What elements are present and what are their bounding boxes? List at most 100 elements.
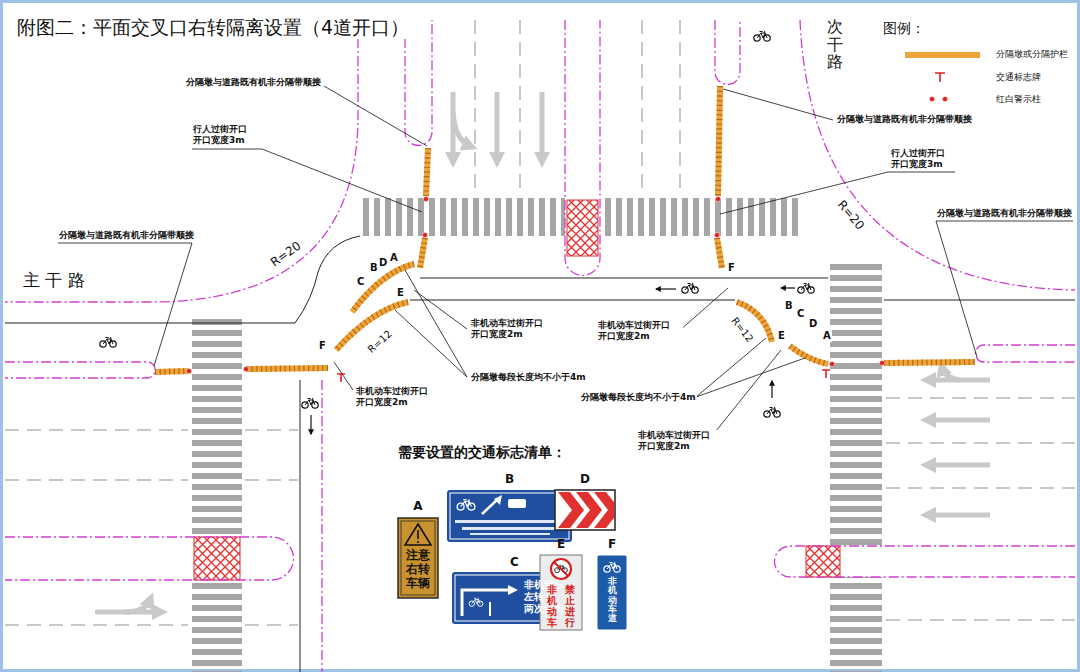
lane-line	[5, 430, 298, 625]
direction-arrow	[311, 288, 795, 434]
sign-f-panel	[604, 562, 620, 572]
annotation: 非机动车过街开口 开口宽度2m	[637, 430, 723, 452]
sign-marker: C	[796, 308, 805, 320]
sign-letter: C	[452, 555, 577, 569]
bicycle	[764, 407, 780, 417]
road-boundary	[715, 20, 740, 85]
sign-marker: E	[777, 330, 786, 342]
sign-marker: D	[378, 257, 388, 269]
annotation: 非机动车过街开口 开口宽度2m	[470, 318, 556, 340]
sign-panel: C非机动车 左转 两次过街	[452, 555, 577, 625]
sign-text: 非机动车道	[608, 577, 617, 624]
hatched-area	[806, 546, 840, 577]
lane-arrow	[453, 112, 470, 146]
sign-e-panel	[540, 555, 582, 630]
sign-b-panel	[482, 499, 498, 514]
separator	[155, 86, 975, 372]
warning-post	[879, 360, 884, 365]
sign-a-panel	[398, 518, 438, 598]
lane-arrow	[95, 92, 990, 612]
sign-letter: B	[447, 472, 572, 486]
sign-e-panel	[540, 555, 582, 630]
road-boundary	[5, 20, 358, 302]
legend-text: 红白警示柱	[995, 94, 1042, 105]
bicycle	[798, 283, 814, 293]
annotation: 行人过街开口 开口宽度3m	[890, 148, 956, 170]
annotation: 非机动车过街开口 开口宽度2m	[597, 320, 683, 342]
sign-marker: C	[356, 276, 365, 288]
sign-d-panel	[555, 490, 620, 530]
crosswalk	[192, 318, 242, 535]
warning-post	[929, 96, 934, 101]
annotation: 分隔墩与道路既有机非分隔带顺接	[185, 77, 322, 88]
sign-letter: A	[396, 499, 440, 513]
sign-f-panel	[597, 555, 627, 630]
bicycle	[302, 398, 318, 408]
leader-line	[58, 243, 192, 366]
leader-line	[723, 89, 833, 120]
sign-marker: E	[396, 287, 405, 299]
curb-line	[300, 380, 301, 672]
sign-d-panel	[558, 492, 614, 528]
sign-panel: E 非机动车禁止进行	[540, 537, 582, 631]
warning-post	[829, 361, 834, 366]
radius-label: R=12	[728, 314, 756, 345]
sign-b-panel	[455, 520, 565, 523]
lane-line	[5, 20, 1075, 625]
leader-line	[405, 270, 467, 377]
annotation: 分隔墩与道路既有机非分隔带顺接	[836, 114, 973, 125]
warning-post	[423, 196, 428, 201]
sign-marker: B	[784, 300, 794, 312]
sign-a-panel	[417, 530, 419, 539]
sign-post-symbol	[337, 374, 345, 382]
road-name: 次干路	[826, 18, 844, 71]
leader-line	[936, 221, 1073, 357]
leader-line	[696, 338, 766, 397]
warning-post	[186, 368, 191, 373]
sign-marker: F	[727, 262, 736, 274]
sign-text: 注意 右转 车辆	[402, 549, 434, 590]
annotation: 分隔墩与道路既有机非分隔带顺接	[936, 208, 1073, 219]
sign-text: 禁止进行	[565, 584, 575, 628]
sign-c-panel	[469, 598, 483, 607]
lane-arrow	[928, 463, 990, 468]
sign-c-panel	[489, 602, 491, 616]
annotation: 分隔墩每段长度均不小于4m	[470, 372, 587, 383]
lane-line	[886, 398, 1075, 620]
separator	[155, 86, 975, 372]
sign-b-panel	[447, 490, 572, 542]
leader-line	[696, 358, 805, 397]
lane-arrow	[495, 92, 500, 160]
road-boundary	[405, 20, 432, 146]
warning-post	[942, 96, 947, 101]
sign-b-panel	[470, 533, 550, 535]
road-boundary	[5, 362, 155, 378]
sign-b-panel	[447, 490, 572, 542]
direction-arrow	[656, 288, 676, 289]
legend-swatch	[905, 52, 980, 58]
sign-text: 非机动车	[547, 584, 557, 628]
sign-a-panel	[405, 524, 431, 545]
curb-line	[5, 236, 1075, 672]
curb-line	[884, 300, 1075, 301]
list-heading: 需要设置的交通标志清单：	[397, 444, 567, 460]
sign-letter: D	[555, 472, 615, 486]
sign-b-panel	[494, 495, 502, 505]
road-boundary	[565, 20, 600, 276]
sign-panel: A 注意 右转 车辆	[396, 499, 440, 600]
annotation: 非机动车过街开口 开口宽度2m	[355, 386, 441, 408]
sign-letter: E	[540, 537, 582, 551]
annotation: 行人过街开口 开口宽度3m	[192, 124, 258, 146]
separator	[155, 86, 975, 372]
curb-line	[410, 300, 735, 301]
road-boundary	[774, 546, 1075, 577]
sign-letter: F	[597, 537, 627, 551]
hatched-area	[194, 537, 240, 580]
warning-post	[186, 96, 947, 373]
lane-line	[475, 20, 680, 192]
sign-e-panel	[554, 562, 568, 576]
sign-post-symbol	[822, 370, 830, 378]
leader-line	[192, 149, 422, 212]
crosswalk	[362, 198, 565, 236]
